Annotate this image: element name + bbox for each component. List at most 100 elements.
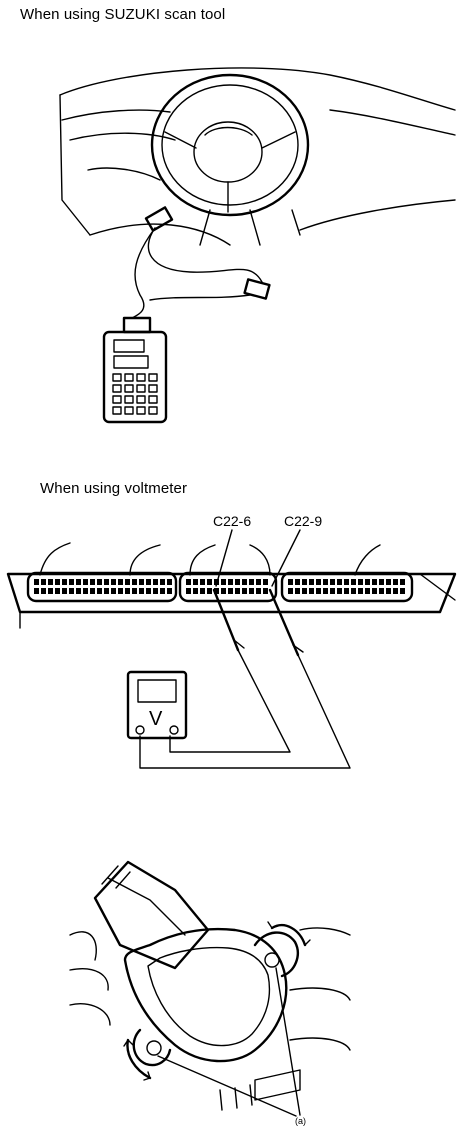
connector-pin-icon xyxy=(90,579,95,585)
keypad-key-icon xyxy=(112,406,122,415)
connector-pin-icon xyxy=(83,588,88,594)
connector-pin-icon xyxy=(41,579,46,585)
connector-pin-icon xyxy=(295,579,300,585)
voltmeter-illustration xyxy=(6,529,457,769)
connector-pin-icon xyxy=(153,588,158,594)
connector-pin-icon xyxy=(249,588,254,594)
connector-pin-icon xyxy=(34,588,39,594)
connector-pin-icon xyxy=(55,588,60,594)
connector-pin-icon xyxy=(221,579,226,585)
keypad-key-icon xyxy=(124,384,134,393)
connector-pin-icon xyxy=(316,588,321,594)
connector-pin-icon xyxy=(41,588,46,594)
connector-pin-icon xyxy=(330,579,335,585)
connector-pin-icon xyxy=(200,588,205,594)
terminal-label-c22-6: C22-6 xyxy=(213,513,252,529)
connector-pin-icon xyxy=(48,579,53,585)
connector-pin-icon xyxy=(193,579,198,585)
keypad-key-icon xyxy=(112,384,122,393)
connector-pin-icon xyxy=(221,588,226,594)
keypad-key-icon xyxy=(136,395,146,404)
connector-pin-icon xyxy=(323,588,328,594)
scan-tool-illustration xyxy=(59,67,456,424)
connector-pin-icon xyxy=(69,588,74,594)
connector-pin-icon xyxy=(111,588,116,594)
connector-pin-icon xyxy=(55,579,60,585)
connector-pin-icon xyxy=(344,588,349,594)
connector-pin-icon xyxy=(167,579,172,585)
connector-pin-icon xyxy=(62,579,67,585)
connector-pin-icon xyxy=(235,588,240,594)
connector-pin-icon xyxy=(263,579,268,585)
connector-pin-icon xyxy=(358,579,363,585)
keypad-key-icon xyxy=(148,406,158,415)
connector-pin-icon xyxy=(337,579,342,585)
connector-pin-icon xyxy=(125,588,130,594)
connector-pin-icon xyxy=(62,588,67,594)
connector-pin-icon xyxy=(288,579,293,585)
keypad-key-icon xyxy=(112,395,122,404)
callout-a: (a) xyxy=(295,1116,306,1126)
connector-pin-icon xyxy=(207,588,212,594)
connector-pin-icon xyxy=(309,588,314,594)
connector-pin-icon xyxy=(228,579,233,585)
connector-pin-icon xyxy=(186,588,191,594)
connector-pin-icon xyxy=(186,579,191,585)
keypad-key-icon xyxy=(136,373,146,382)
connector-pin-icon xyxy=(288,588,293,594)
connector-pin-icon xyxy=(386,579,391,585)
connector-pin-icon xyxy=(379,579,384,585)
connector-pin-icon xyxy=(200,579,205,585)
connector-pin-icon xyxy=(372,579,377,585)
connector-pin-icon xyxy=(386,588,391,594)
connector-pin-icon xyxy=(302,579,307,585)
connector-pin-icon xyxy=(83,579,88,585)
connector-pin-icon xyxy=(330,588,335,594)
voltmeter-caption: When using voltmeter xyxy=(40,480,188,497)
connector-pin-icon xyxy=(393,588,398,594)
connector-pin-icon xyxy=(139,588,144,594)
keypad-key-icon xyxy=(136,384,146,393)
connector-pin-icon xyxy=(111,579,116,585)
connector-pin-icon xyxy=(365,579,370,585)
keypad-key-icon xyxy=(136,406,146,415)
connector-pin-icon xyxy=(302,588,307,594)
connector-pin-icon xyxy=(393,579,398,585)
connector-pin-icon xyxy=(235,579,240,585)
connector-pin-icon xyxy=(351,579,356,585)
connector-pin-icon xyxy=(146,579,151,585)
connector-pin-icon xyxy=(104,588,109,594)
connector-pin-icon xyxy=(125,579,130,585)
scan-tool-caption: When using SUZUKI scan tool xyxy=(20,6,226,23)
connector-pin-icon xyxy=(249,579,254,585)
connector-pin-icon xyxy=(76,579,81,585)
connector-pin-icon xyxy=(295,588,300,594)
connector-pin-icon xyxy=(372,588,377,594)
keypad-key-icon xyxy=(148,384,158,393)
connector-pin-icon xyxy=(207,579,212,585)
connector-pin-icon xyxy=(400,579,405,585)
connector-pin-icon xyxy=(34,579,39,585)
connector-pin-icon xyxy=(160,579,165,585)
connector-pin-icon xyxy=(139,579,144,585)
connector-pin-icon xyxy=(118,579,123,585)
connector-pin-icon xyxy=(242,579,247,585)
connector-pin-icon xyxy=(97,588,102,594)
connector-pin-icon xyxy=(358,588,363,594)
connector-pin-icon xyxy=(97,579,102,585)
connector-pin-icon xyxy=(153,579,158,585)
voltmeter-symbol: V xyxy=(149,708,163,730)
connector-pin-icon xyxy=(193,588,198,594)
connector-pin-icon xyxy=(263,588,268,594)
connector-pin-icon xyxy=(256,588,261,594)
connector-pin-icon xyxy=(323,579,328,585)
keypad-key-icon xyxy=(148,373,158,382)
connector-pin-icon xyxy=(146,588,151,594)
connector-pin-icon xyxy=(118,588,123,594)
connector-pin-icon xyxy=(132,579,137,585)
connector-pin-icon xyxy=(48,588,53,594)
connector-pin-icon xyxy=(365,588,370,594)
connector-pin-icon xyxy=(228,588,233,594)
terminal-label-c22-9: C22-9 xyxy=(284,513,323,529)
connector-pin-icon xyxy=(351,588,356,594)
